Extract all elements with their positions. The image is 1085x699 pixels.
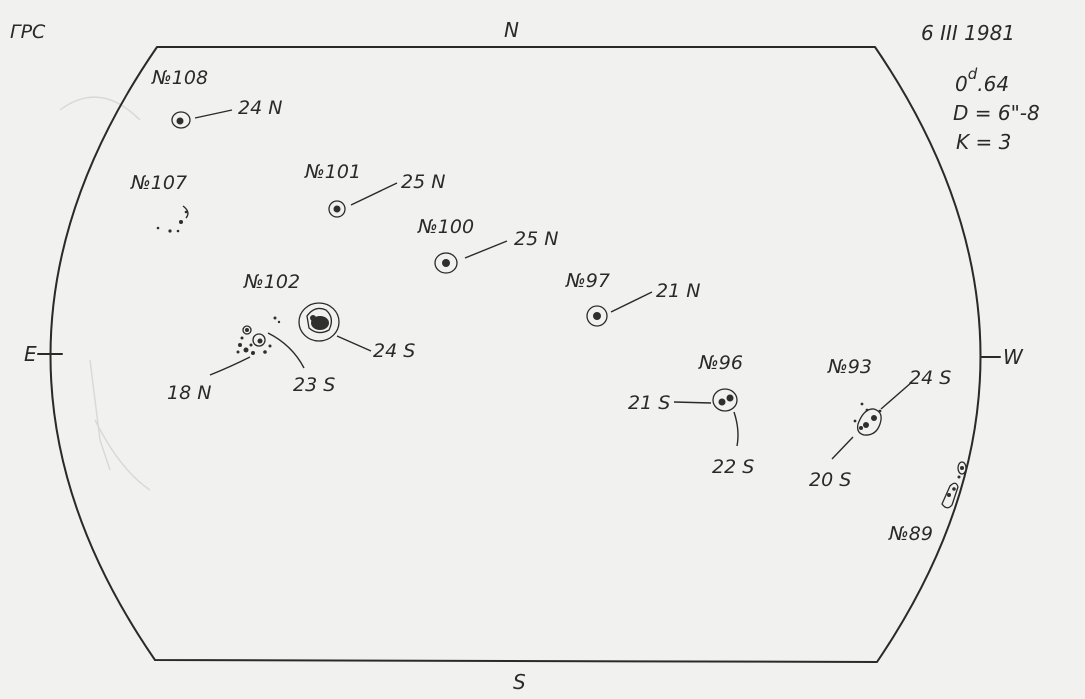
sunspot-group-89: №89 [888,461,967,545]
group-107-number: №107 [130,172,187,194]
group-108-latitude: 24 N [238,97,282,119]
group-97-latitude: 21 N [656,280,700,302]
group-100-number: №100 [417,216,474,238]
south-label: S [513,670,526,694]
observation-date: 6 III 1981 [921,21,1015,45]
group-102-latitude-23s: 23 S [293,374,335,396]
group-96-latitude-22s: 22 S [712,456,754,478]
group-102-latitude-24s: 24 S [373,340,415,362]
group-93-latitude-20s: 20 S [809,469,851,491]
sunspot-group-101: №101 25 N [304,161,445,218]
sunspot-group-100: №100 25 N [417,216,558,274]
group-102-number: №102 [243,271,300,293]
sunspot-group-102: №102 24 S 23 S 18 N [167,271,415,404]
group-97-number: №97 [565,270,610,292]
east-label: E [24,342,37,366]
observation-time: 0d.64 [955,65,1009,96]
sunspot-group-97: №97 21 N [565,270,700,327]
sunspot-group-93: №93 24 S 20 S [809,356,951,491]
seeing-diameter: D = 6"-8 [953,101,1040,125]
sunspot-group-96: №96 21 S 22 S [628,352,754,478]
group-93-number: №93 [827,356,872,378]
west-label: W [1003,345,1024,369]
group-93-latitude-24s: 24 S [909,367,951,389]
group-101-number: №101 [304,161,361,183]
group-96-number: №96 [698,352,743,374]
group-101-latitude: 25 N [401,171,445,193]
bleed-through-marks [59,96,151,491]
disk-outline [49,46,982,663]
group-89-number: №89 [888,523,933,545]
observatory-code: ГРС [10,21,46,43]
sunspot-group-108: №108 24 N [151,67,282,129]
group-96-latitude-21s: 21 S [628,392,670,414]
group-102-latitude-18n: 18 N [167,382,211,404]
group-100-latitude: 25 N [514,228,558,250]
quality-k: K = 3 [956,130,1011,154]
group-108-number: №108 [151,67,208,89]
north-label: N [504,18,519,42]
sunspot-group-107: №107 [130,172,189,233]
